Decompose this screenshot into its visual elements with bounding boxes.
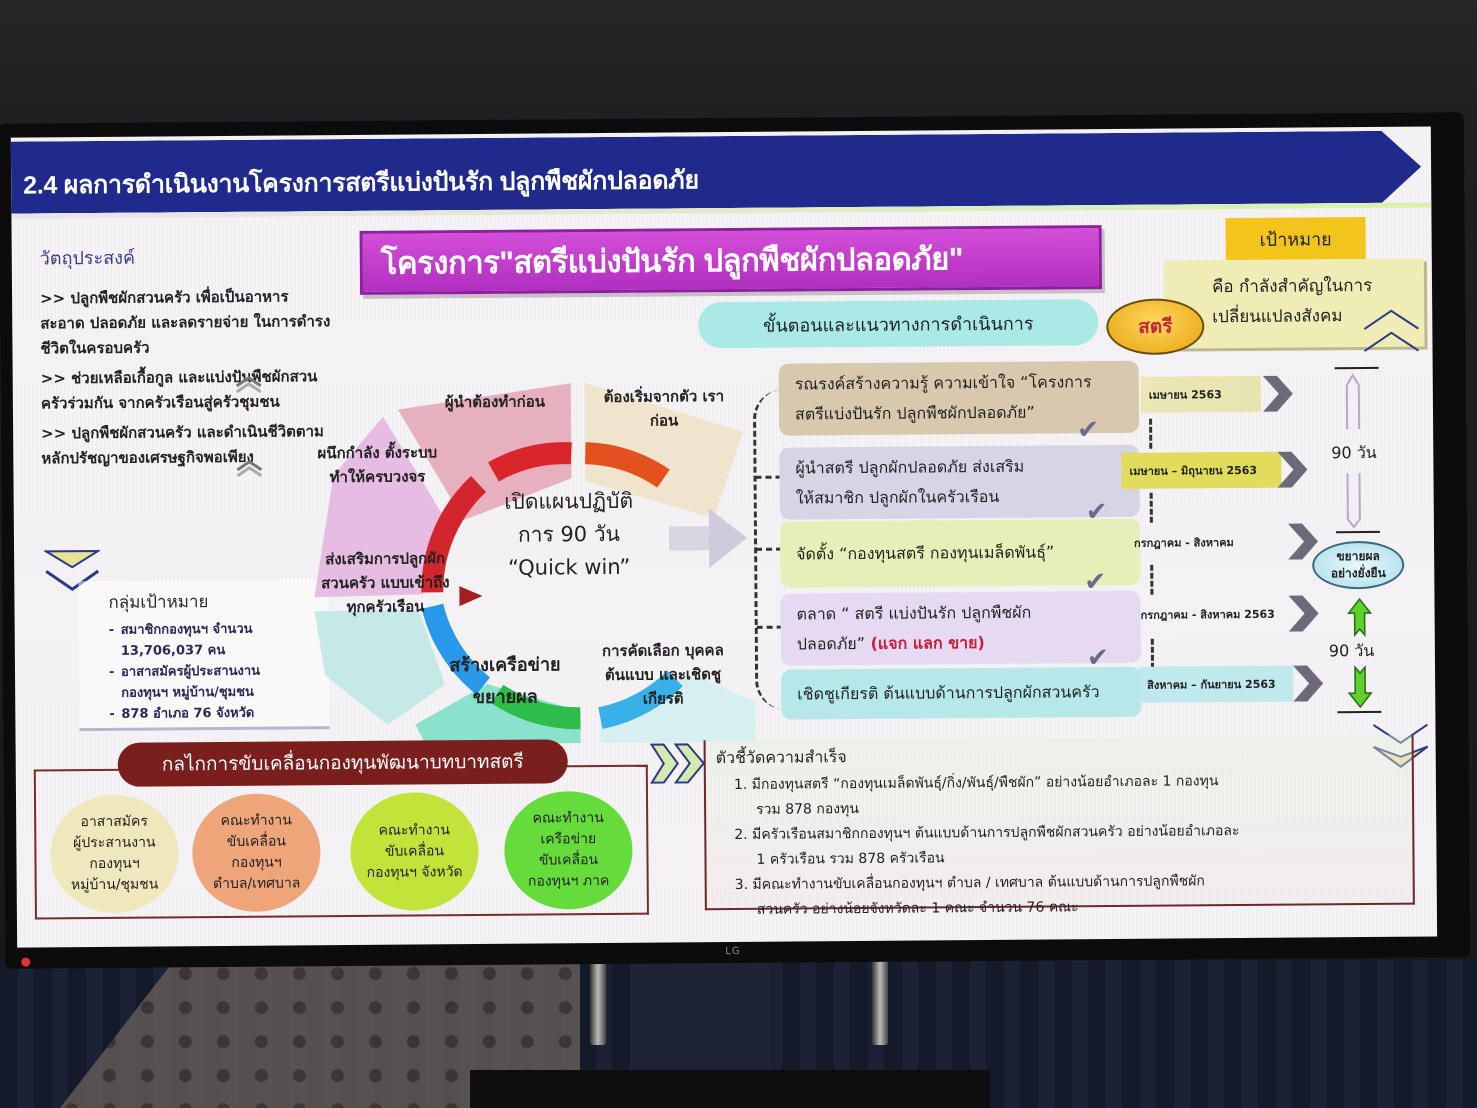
arrow-right-icon — [668, 508, 747, 569]
project-title-banner: โครงการ"สตรีแบ่งปันรัก ปลูกพืชผักปลอดภัย… — [359, 225, 1103, 295]
timeline-period: สิงหาคม – กันยายน 2563 — [1139, 665, 1294, 703]
double-chevron-right-icon — [649, 743, 706, 784]
goal-tag: เป้าหมาย — [1225, 217, 1366, 261]
steps-heading: ขั้นตอนและแนวทางการดำเนินการ — [698, 299, 1099, 349]
kpi-heading: ตัวชี้วัดความสำเร็จ — [715, 747, 847, 768]
checkmark-icon: ✔ — [1084, 567, 1107, 598]
slide-title: 2.4 ผลการดำเนินงานโครงการสตรีแบ่งปันรัก … — [23, 166, 699, 200]
chevron-down-icon — [44, 549, 101, 592]
objective-item: >> ปลูกพืชผักสวนครัว เพื่อเป็นอาหารสะอาด… — [40, 287, 331, 358]
tv-power-led — [21, 957, 31, 967]
tv-brand-logo: LG — [725, 945, 741, 958]
mechanism-circle-subdistrict: คณะทำงานขับเคลื่อนกองทุนฯตำบล/เทศบาล — [191, 793, 321, 913]
timeline-period: กรกฎาคม - สิงหาคม 2563 — [1140, 607, 1275, 622]
chevron-right-icon — [1292, 665, 1324, 702]
arrow-up-icon — [1347, 597, 1373, 638]
timeline-period: กรกฎาคม - สิงหาคม — [1133, 536, 1234, 550]
chevron-right-icon — [1287, 523, 1319, 560]
chevron-up-icon — [1363, 309, 1420, 352]
kpi-item: 3. มีคณะทำงานขับเคลื่อนกองทุนฯ ตำบล / เท… — [734, 873, 1205, 918]
segment-start-yourself — [584, 383, 744, 519]
duration-label: 90 วัน — [1331, 442, 1377, 463]
sustainable-expansion-badge: ขยายผล อย่างยั่งยืน — [1312, 540, 1405, 590]
arrow-up-icon — [1345, 373, 1361, 430]
objective-item: >> ช่วยเหลือเกื้อกูล และแบ่งปันพืชผักสวน… — [40, 367, 318, 413]
chevron-down-icon — [1372, 723, 1429, 769]
segment-label: ต้องเริ่มจากตัว เราก่อน — [603, 387, 725, 430]
chevron-right-icon — [1288, 595, 1319, 632]
slide-header-bar: 2.4 ผลการดำเนินงานโครงการสตรีแบ่งปันรัก … — [11, 131, 1422, 214]
checkmark-icon: ✔ — [1077, 415, 1100, 446]
segment-label: การคัดเลือก บุคคลต้นแบบ และเชิดชูเกียรติ — [601, 641, 724, 708]
mechanism-circle-village: อาสาสมัครผู้ประสานงานกองทุนฯหมู่บ้าน/ชุม… — [49, 794, 179, 914]
project-title: โครงการ"สตรีแบ่งปันรัก ปลูกพืชผักปลอดภัย… — [380, 241, 964, 281]
chevron-up-icon — [235, 376, 262, 394]
segment-leader-first — [397, 383, 572, 521]
timeline-period: เมษายน – มิถุนายน 2563 — [1121, 451, 1282, 489]
segment-label: ผนึกกำลัง ตั้งระบบ ทำให้ครบวงจร — [317, 443, 438, 487]
arrow-down-icon — [1346, 473, 1361, 529]
tv-stand-post-right — [872, 955, 888, 1045]
duration-label: 90 วัน — [1328, 640, 1375, 661]
timeline-period: เมษายน 2563 — [1140, 375, 1262, 413]
arrow-down-icon — [1347, 664, 1373, 709]
target-item: -878 อำเภอ 76 จังหวัด — [109, 705, 255, 722]
segment-promote-gardens — [314, 610, 446, 725]
checkmark-icon: ✔ — [1085, 497, 1108, 528]
tv-stand-post-left — [590, 955, 606, 1045]
segment-label: ส่งเสริมการปลูกผักสวนครัว แบบเข้าถึงทุกค… — [321, 549, 450, 617]
tv-stand-base — [470, 1070, 990, 1108]
objectives-heading: วัตถุประสงค์ — [39, 247, 136, 270]
objectives-section: วัตถุประสงค์ >> ปลูกพืชผักสวนครัว เพื่อเ… — [40, 241, 332, 476]
presentation-slide: 2.4 ผลการดำเนินงานโครงการสตรีแบ่งปันรัก … — [10, 126, 1438, 948]
quick-win-cycle-diagram — [314, 383, 756, 745]
objective-item: >> ปลูกพืชผักสวนครัว และดำเนินชีวิตตามหล… — [41, 422, 324, 468]
kpi-item: 2. มีครัวเรือนสมาชิกกองทุนฯ ต้นแบบด้านกา… — [734, 823, 1240, 868]
target-group-heading: กลุ่มเป้าหมาย — [108, 592, 209, 613]
mechanism-circle-province: คณะทำงานขับเคลื่อนกองทุนฯ จังหวัด — [349, 792, 479, 912]
segment-label: ผู้นำต้องทำก่อน — [444, 392, 546, 412]
tv-monitor: LG 2.4 ผลการดำเนินงานโครงการสตรีแบ่งปันร… — [0, 112, 1471, 969]
step-item: เชิดชูเกียรติ ต้นแบบด้านการปลูกผักสวนครั… — [781, 666, 1142, 720]
mechanism-circle-region: คณะทำงานเครือข่ายขับเคลื่อนกองทุนฯ ภาค — [503, 790, 633, 910]
checkmark-icon: ✔ — [1086, 643, 1109, 674]
kpi-item: 1. มีกองทุนสตรี “กองทุนเมล็ดพันธุ์/กิ่ง/… — [733, 773, 1219, 818]
success-indicators: ตัวชี้วัดความสำเร็จ 1. มีกองทุนสตรี “กอง… — [703, 734, 1415, 918]
chevron-right-icon — [1262, 375, 1293, 412]
segment-build-network — [415, 683, 581, 745]
chevron-up-icon — [236, 460, 263, 478]
segment-label: สร้างเครือข่าย ขยายผล — [449, 654, 561, 709]
wheel-center-text: เปิดแผนปฏิบัติ การ 90 วัน “Quick win” — [504, 488, 634, 580]
chevron-right-icon — [1277, 451, 1308, 488]
target-item: -อาสาสมัครผู้ประสานงานกองทุนฯ หมู่บ้าน/ช… — [108, 663, 261, 701]
stand-back — [630, 955, 770, 1070]
mechanism-title: กลไกการขับเคลื่อนกองทุนพัฒนาบทบาทสตรี — [117, 739, 568, 787]
segment-select-role-models — [600, 674, 756, 744]
segment-integrate-system — [314, 416, 452, 598]
